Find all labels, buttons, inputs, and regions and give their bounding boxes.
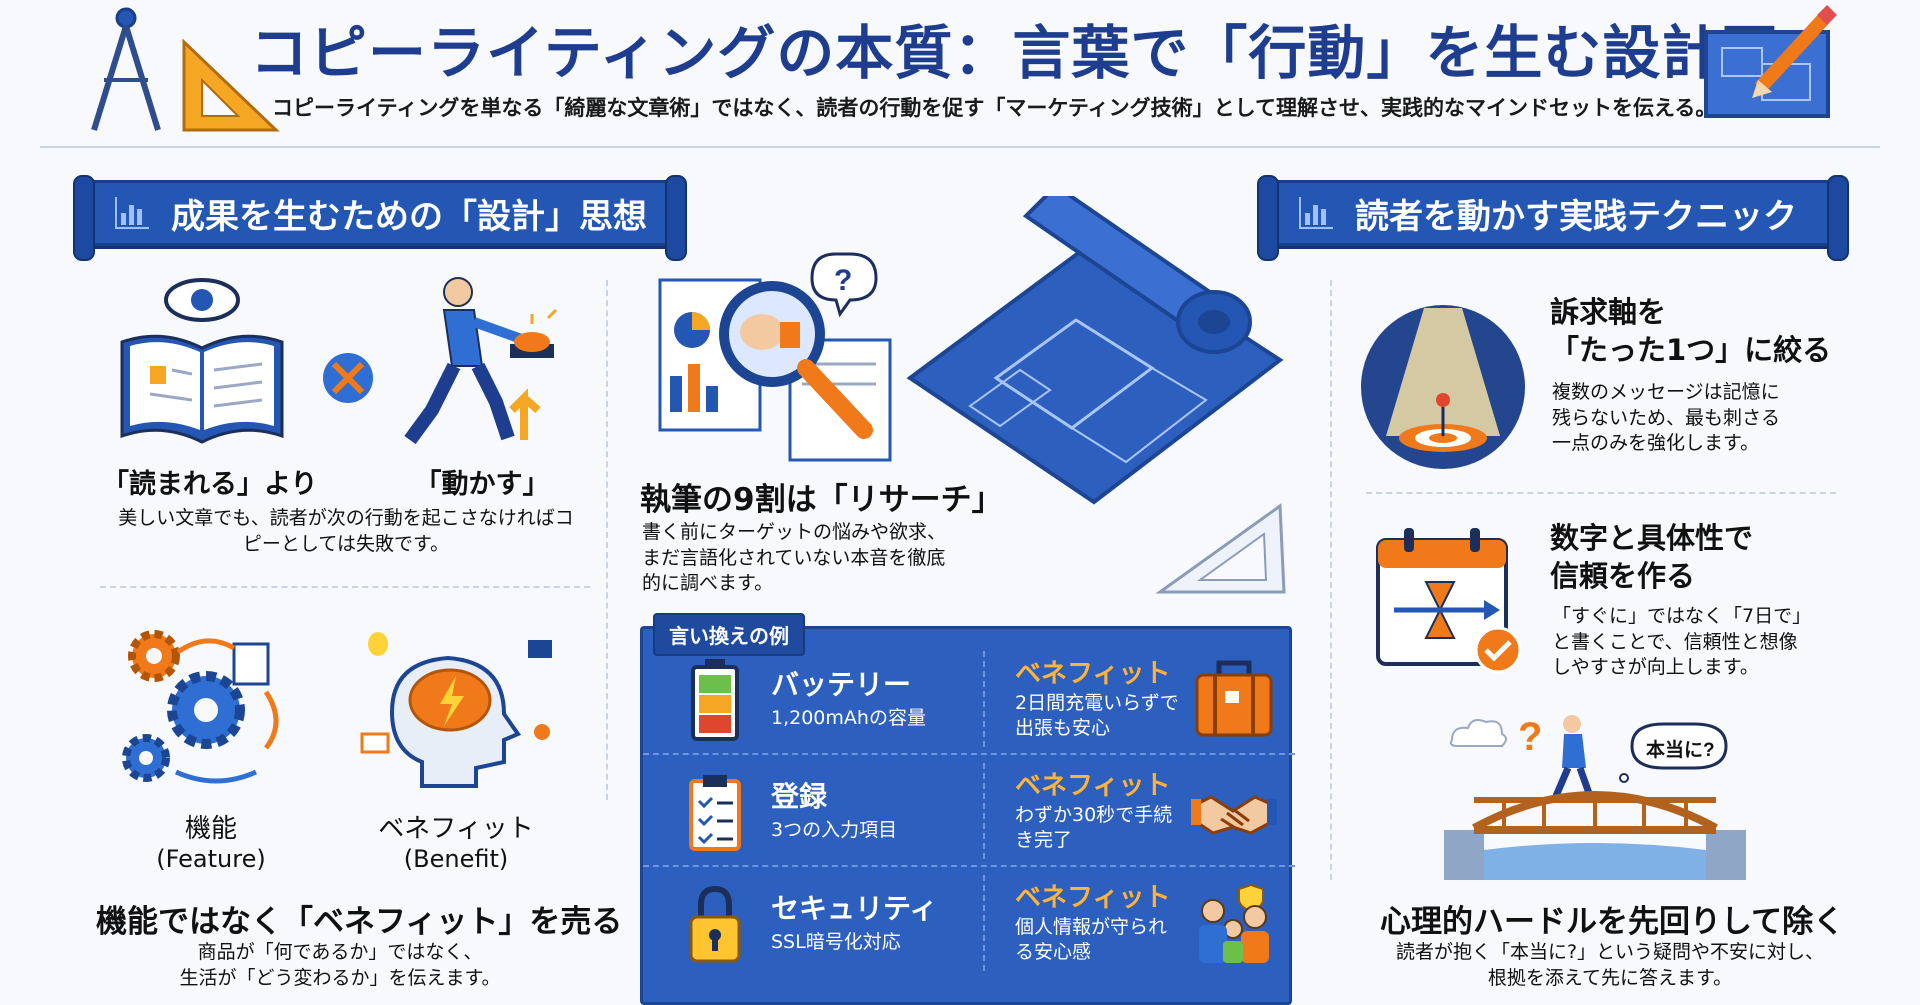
read-label: 「読まれる」より (102, 469, 318, 500)
person-pressing-button-icon (404, 277, 558, 445)
right-divider (1366, 492, 1836, 494)
example-row: セキュリティ SSL暗号化対応 ベネフィット 個人情報が守られる安心感 (643, 867, 1295, 979)
research-heading: 執筆の9割は「リサーチ」 (640, 482, 1003, 518)
hurdle-heading: 心理的ハードルを先回りして除く (1380, 904, 1845, 940)
example-benefit-desc: わずか30秒で手続き完了 (1015, 804, 1173, 851)
focus-heading-line-1: 訴求軸を (1550, 295, 1667, 329)
compass-icon (91, 7, 161, 131)
feature-label-jp: 機能 (184, 814, 237, 844)
hurdle-text-line-1: 読者が抱く「本当に?」という疑問や不安に対し、 (1395, 941, 1825, 963)
page-title: コピーライティングの本質：言葉で「行動」を生む設計図 (250, 19, 1780, 87)
blueprint-pencil-icon (1704, 5, 1837, 118)
fb-heading: 機能ではなく「ベネフィット」を売る (96, 904, 623, 940)
example-row: バッテリー 1,200mAhの容量 ベネフィット 2日間充電いらずで出張も安心 (643, 643, 1295, 755)
bubble-text: 本当に? (1646, 738, 1715, 761)
benefit-label: ベネフィット (Benefit) (358, 808, 554, 873)
example-feature: セキュリティ (771, 892, 938, 925)
head-brain-icon (360, 632, 552, 788)
suitcase-icon (1195, 660, 1273, 737)
example-feature: バッテリー (771, 668, 912, 701)
benefit-label-jp: ベネフィット (378, 814, 534, 844)
svg-text:?: ? (1518, 715, 1542, 759)
examples-title: 言い換えの例 (653, 613, 805, 656)
move-text: 美しい文章でも、読者が次の行動を起こさなければコピーとしては失敗です。 (118, 507, 574, 555)
example-feature-desc: SSL暗号化対応 (771, 931, 901, 953)
example-benefit-label: ベネフィット (1015, 883, 1171, 913)
calendar-hourglass-icon (1376, 528, 1522, 674)
research-magnifier-icon: ? (658, 252, 892, 462)
numbers-heading-line-1: 数字と具体性で (1550, 521, 1754, 555)
right-section-banner: 読者を動かす実践テクニック (1257, 175, 1849, 261)
benefit-label-en: (Benefit) (403, 845, 509, 873)
fb-text-line-2: 生活が「どう変わるか」を伝えます。 (179, 966, 501, 989)
chart-icon (1299, 197, 1333, 229)
example-feature-desc: 3つの入力項目 (771, 819, 898, 841)
numbers-heading: 数字と具体性で 信頼を作る (1550, 520, 1753, 595)
example-benefit-label: ベネフィット (1015, 771, 1171, 801)
spotlight-target-icon (1361, 305, 1525, 469)
eye-book-icon (120, 278, 284, 444)
hurdle-text-line-2: 根拠を添えて先に答えます。 (1487, 966, 1733, 989)
right-banner-label: 読者を動かす実践テクニック (1355, 196, 1797, 237)
clipboard-icon (689, 775, 741, 851)
triangle-ruler-icon (182, 38, 280, 132)
fb-text-line-1: 商品が「何であるか」ではなく、 (197, 941, 483, 963)
example-benefit-desc: 個人情報が守られる安心感 (1015, 916, 1168, 963)
bridge-person-icon: ? 本当に? (1444, 715, 1746, 880)
focus-heading-line-2: 「たった1つ」に絞る (1550, 332, 1832, 367)
hurdle-text: 読者が抱く「本当に?」という疑問や不安に対し、 根拠を添えて先に答えます。 (1370, 940, 1850, 991)
research-text: 書く前にターゲットの悩みや欲求、まだ言語化されていない本音を徹底的に調べます。 (642, 521, 947, 595)
feature-label: 機能 (Feature) (116, 808, 306, 873)
example-feature: 登録 (771, 780, 828, 813)
feature-label-en: (Feature) (156, 845, 266, 873)
cross-icon (323, 353, 373, 403)
battery-icon (691, 659, 739, 741)
focus-heading: 訴求軸を 「たった1つ」に絞る (1550, 294, 1831, 369)
example-benefit-label: ベネフィット (1015, 659, 1171, 689)
move-label: 「動かす」 (414, 469, 550, 500)
svg-text:?: ? (834, 264, 852, 297)
handshake-icon (1191, 795, 1277, 835)
gears-icon (122, 630, 279, 784)
numbers-text: 「すぐに」ではなく「7日で」と書くことで、信頼性と想像しやすさが向上します。 (1552, 605, 1812, 679)
header-divider (40, 146, 1880, 148)
focus-text: 複数のメッセージは記憶に残らないため、最も刺さる一点のみを強化します。 (1552, 381, 1781, 455)
left-banner-label: 成果を生むための「設計」思想 (171, 196, 647, 237)
example-benefit-desc: 2日間充電いらずで出張も安心 (1015, 692, 1179, 739)
rolled-blueprint-icon (906, 196, 1286, 594)
family-icon (1199, 883, 1269, 963)
fb-text: 商品が「何であるか」ではなく、 生活が「どう変わるか」を伝えます。 (100, 940, 580, 991)
example-separator (983, 651, 985, 747)
example-separator (983, 875, 985, 971)
example-feature-desc: 1,200mAhの容量 (771, 707, 926, 729)
left-center-divider (606, 280, 608, 800)
numbers-heading-line-2: 信頼を作る (1550, 558, 1696, 593)
center-right-divider (1330, 280, 1332, 880)
chart-icon (115, 197, 149, 229)
left-section-banner: 成果を生むための「設計」思想 (73, 175, 687, 261)
left-divider (100, 586, 590, 588)
page-subtitle: コピーライティングを単なる「綺麗な文章術」ではなく、読者の行動を促す「マーケティ… (272, 96, 1717, 120)
rephrase-examples-panel: 言い換えの例 バッテリー 1,200mAhの容量 ベネフィット 2日間充電いらず… (640, 613, 1295, 1005)
example-row: 登録 3つの入力項目 ベネフィット わずか30秒で手続き完了 (643, 755, 1295, 867)
padlock-icon (689, 885, 741, 963)
example-separator (983, 763, 985, 859)
